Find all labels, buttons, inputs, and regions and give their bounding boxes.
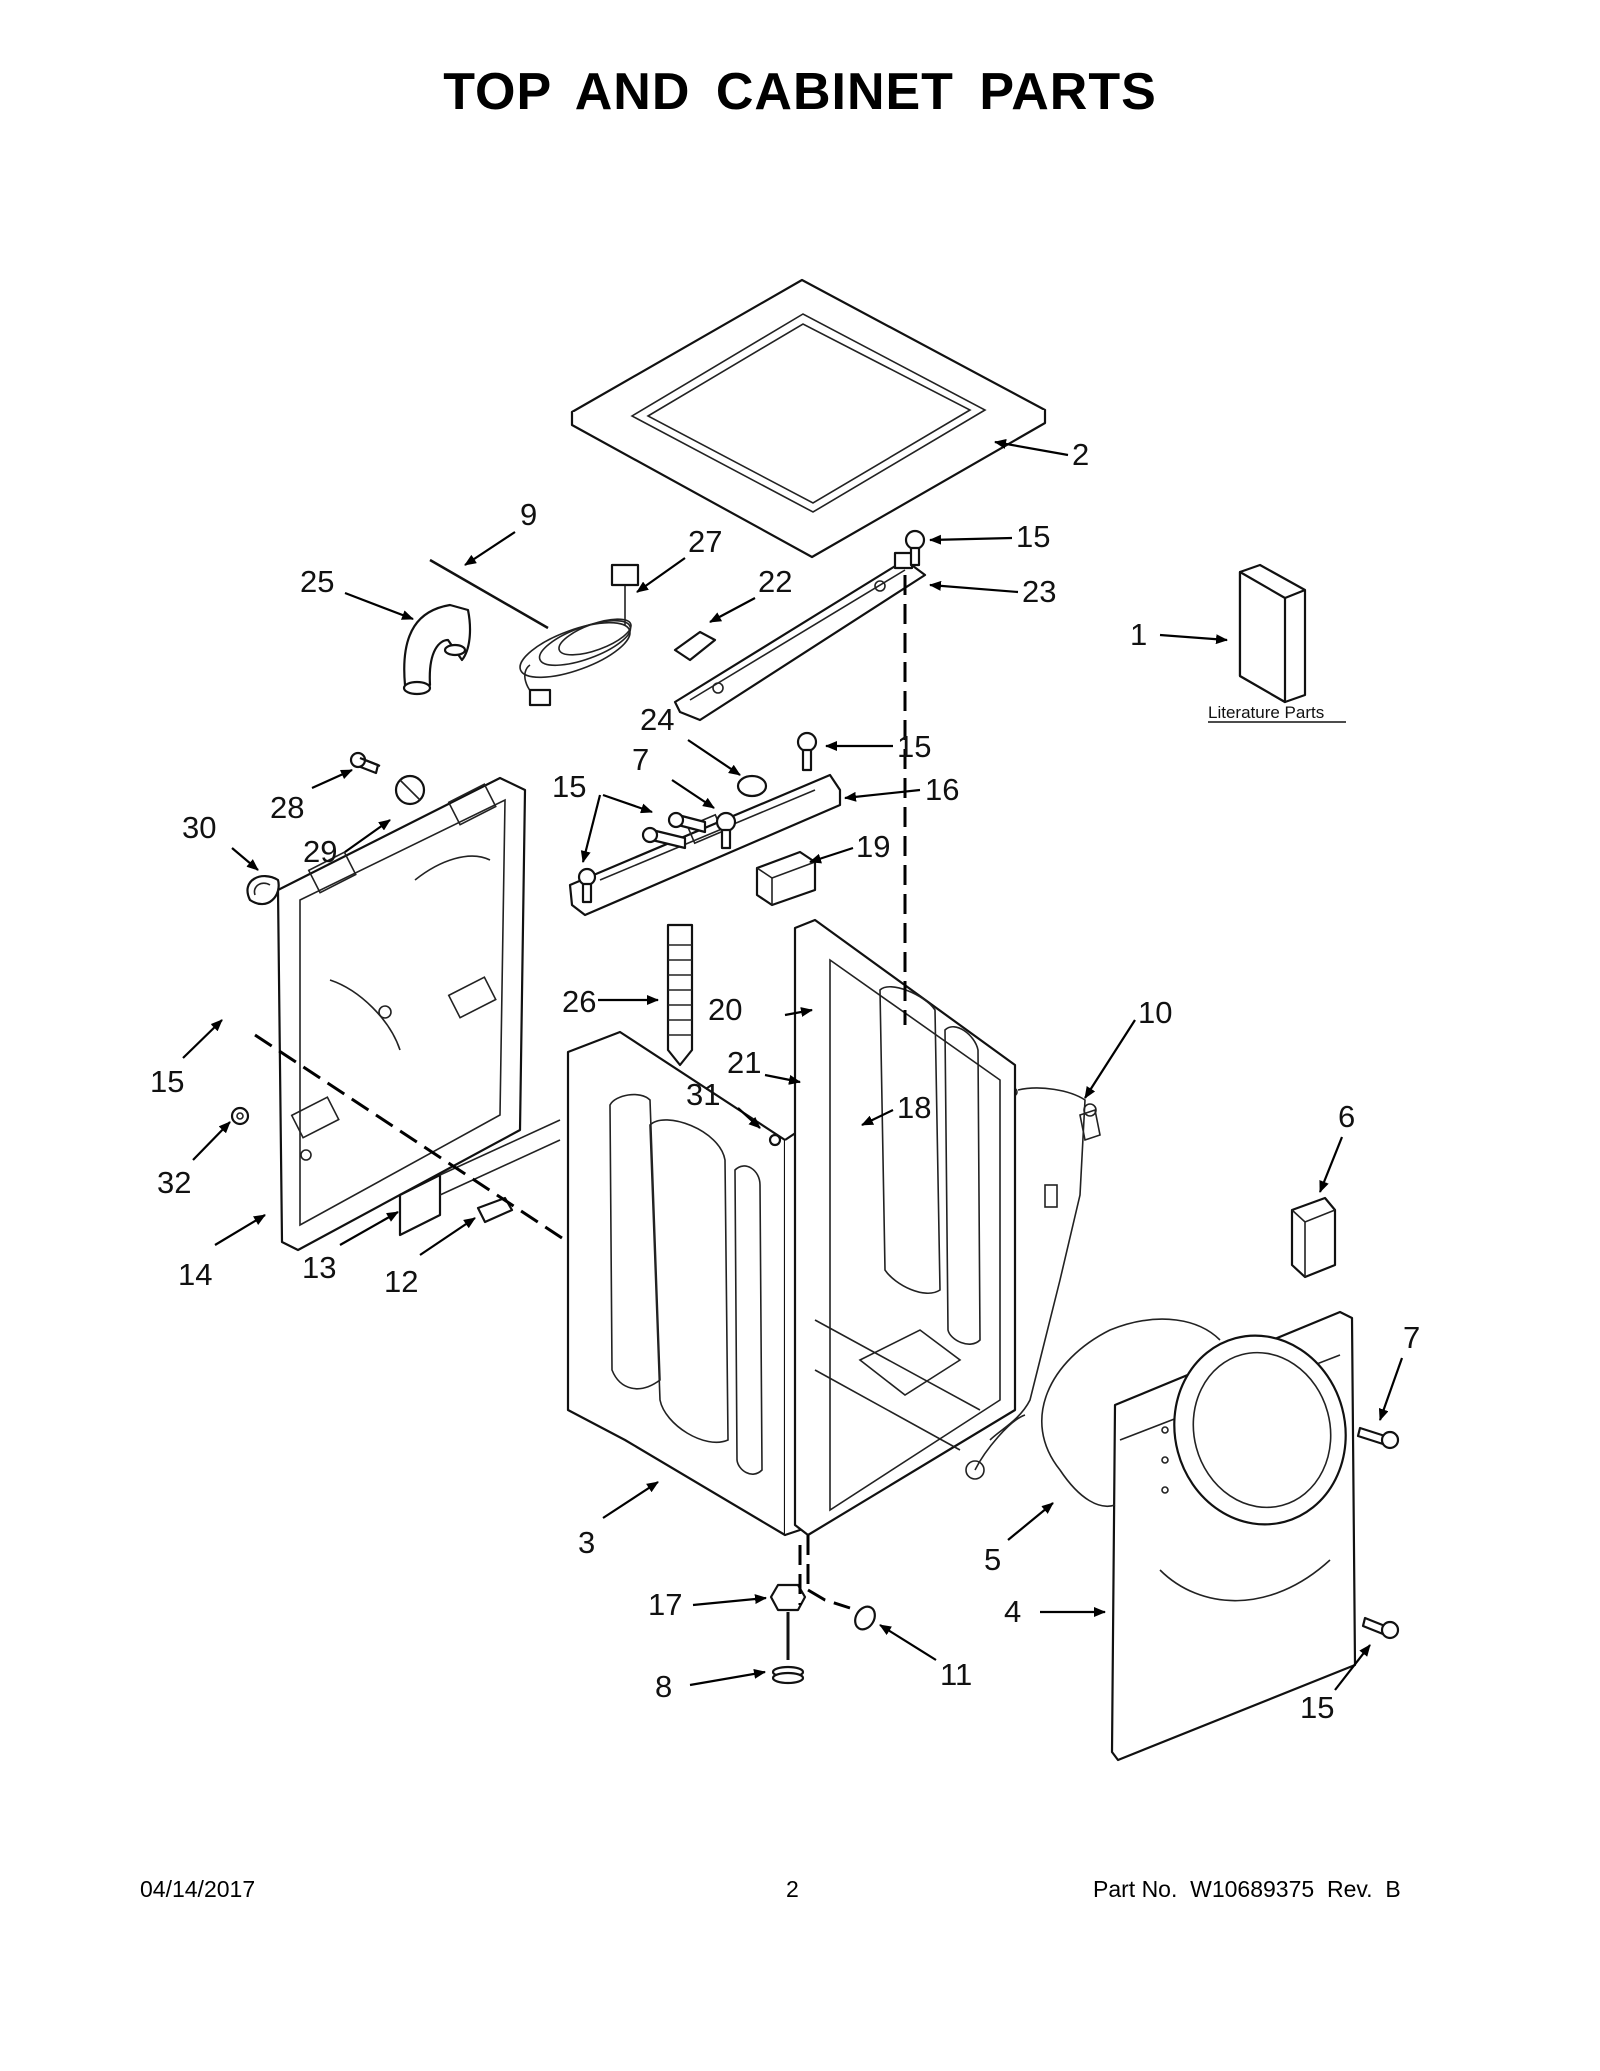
page-title: TOP AND CABINET PARTS xyxy=(443,63,1157,121)
callout-10: 10 xyxy=(1138,995,1172,1030)
callout-21: 21 xyxy=(727,1045,761,1080)
callout-15: 15 xyxy=(1300,1690,1334,1725)
callout-14: 14 xyxy=(178,1257,212,1292)
leader-arrows xyxy=(182,439,1404,1691)
hinge-bracket-drawing xyxy=(398,1119,561,1237)
callout-27: 27 xyxy=(688,524,722,559)
callout-labels: 2 15 23 9 27 22 25 1 Literature Parts 24… xyxy=(150,437,1420,1725)
callout-6: 6 xyxy=(1338,1099,1355,1134)
callout-15: 15 xyxy=(150,1064,184,1099)
callout-30: 30 xyxy=(182,810,216,845)
callout-13: 13 xyxy=(302,1250,336,1285)
callout-15: 15 xyxy=(1016,519,1050,554)
callout-32: 32 xyxy=(157,1165,191,1200)
callout-31: 31 xyxy=(686,1077,720,1112)
power-cord-drawing xyxy=(519,563,640,707)
callout-7: 7 xyxy=(1403,1320,1420,1355)
callout-25: 25 xyxy=(300,564,334,599)
top-panel-drawing xyxy=(570,278,1047,559)
callout-18: 18 xyxy=(897,1090,931,1125)
callout-15: 15 xyxy=(552,769,586,804)
door-wire-drawing xyxy=(1041,1318,1221,1507)
door-lock-drawing xyxy=(1290,1196,1337,1279)
callout-4: 4 xyxy=(1004,1594,1021,1629)
callout-22: 22 xyxy=(758,564,792,599)
callout-19: 19 xyxy=(856,829,890,864)
leveling-foot-drawing xyxy=(769,1583,876,1685)
footer-part-number: Part No. W10689375 Rev. B xyxy=(1093,1876,1401,1902)
literature-booklet-drawing xyxy=(1238,563,1307,704)
assembly-lines xyxy=(254,575,907,1610)
screws-drawing xyxy=(349,529,926,904)
top-rail-drawing xyxy=(673,551,927,722)
callout-2: 2 xyxy=(1072,437,1089,472)
callout-20: 20 xyxy=(708,992,742,1027)
front-panel-drawing xyxy=(1110,1310,1357,1762)
callout-1: 1 xyxy=(1130,617,1147,652)
callout-5: 5 xyxy=(984,1542,1001,1577)
callout-17: 17 xyxy=(648,1587,682,1622)
callout-12: 12 xyxy=(384,1264,418,1299)
front-panel-bolts-drawing xyxy=(1356,1426,1400,1640)
callout-9: 9 xyxy=(520,497,537,532)
callout-29: 29 xyxy=(303,834,337,869)
footer-page-number: 2 xyxy=(786,1876,799,1902)
callout-15: 15 xyxy=(897,729,931,764)
callout-3: 3 xyxy=(578,1525,595,1560)
literature-parts-caption: Literature Parts xyxy=(1208,703,1324,722)
cabinet-body-drawing xyxy=(793,918,1017,1537)
callout-8: 8 xyxy=(655,1669,672,1704)
left-side-panel-drawing xyxy=(566,1030,802,1537)
corrugated-hose-drawing xyxy=(666,923,694,1067)
clamp-drawing xyxy=(736,774,768,798)
hose-elbow-drawing xyxy=(402,603,472,696)
callout-26: 26 xyxy=(562,984,596,1019)
clip-drawing xyxy=(673,630,717,662)
footer-date: 04/14/2017 xyxy=(140,1876,256,1902)
rod-drawing xyxy=(429,558,549,630)
callout-28: 28 xyxy=(270,790,304,825)
callout-7: 7 xyxy=(632,742,649,777)
rear-small-parts-drawing xyxy=(230,756,426,1126)
callout-23: 23 xyxy=(1022,574,1056,609)
callout-24: 24 xyxy=(640,702,674,737)
rear-panel-drawing xyxy=(276,776,527,1252)
valve-drawing xyxy=(755,850,817,907)
callout-11: 11 xyxy=(940,1657,972,1692)
callout-16: 16 xyxy=(925,772,959,807)
